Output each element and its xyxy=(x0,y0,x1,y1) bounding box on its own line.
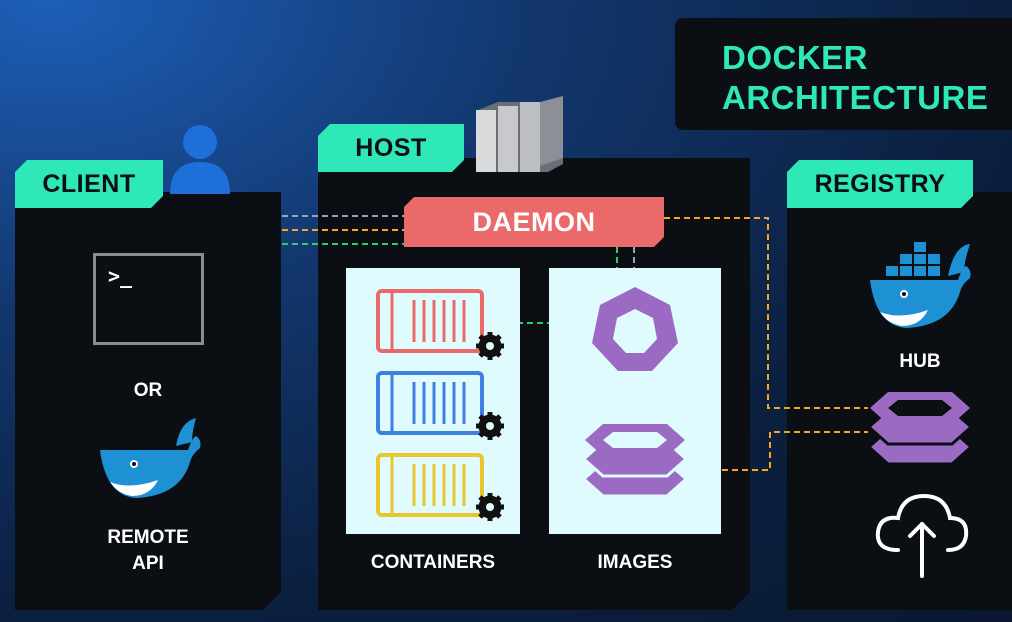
diagram-title: DOCKER ARCHITECTURE xyxy=(722,38,988,118)
daemon-box: DAEMON xyxy=(404,197,664,247)
docker-whale-icon xyxy=(870,242,971,328)
registry-image-stack-icon xyxy=(869,392,971,466)
cloud-upload-icon xyxy=(875,493,969,578)
hub-label: HUB xyxy=(899,351,941,372)
daemon-registry-line xyxy=(664,217,868,409)
terminal-icon: >_ xyxy=(93,253,204,345)
container-icon-red xyxy=(376,289,484,353)
gear-icon xyxy=(476,412,504,440)
client-tag: CLIENT xyxy=(15,160,163,208)
image-stack-icon xyxy=(584,424,686,498)
image-icon xyxy=(592,287,678,371)
title-line-1: DOCKER xyxy=(722,39,869,76)
or-label: OR xyxy=(133,380,163,401)
remote-api-label: REMOTE API xyxy=(88,525,208,577)
remote-api-line-1: REMOTE xyxy=(107,527,189,548)
terminal-prompt: >_ xyxy=(108,264,133,288)
title-box xyxy=(675,18,1012,130)
registry-tag: REGISTRY xyxy=(787,160,973,208)
image-registry-line xyxy=(692,431,868,471)
client-panel xyxy=(15,192,281,610)
container-icon-yellow xyxy=(376,453,484,517)
containers-label: CONTAINERS xyxy=(370,552,496,573)
docker-whale-icon xyxy=(100,418,201,498)
gear-icon xyxy=(476,493,504,521)
user-icon xyxy=(170,125,230,194)
server-icon xyxy=(476,96,563,172)
gear-icon xyxy=(476,332,504,360)
title-line-2: ARCHITECTURE xyxy=(722,79,989,116)
remote-api-line-2: API xyxy=(132,553,164,574)
container-icon-blue xyxy=(376,371,484,435)
host-tag: HOST xyxy=(318,124,464,172)
images-label: IMAGES xyxy=(597,552,673,573)
